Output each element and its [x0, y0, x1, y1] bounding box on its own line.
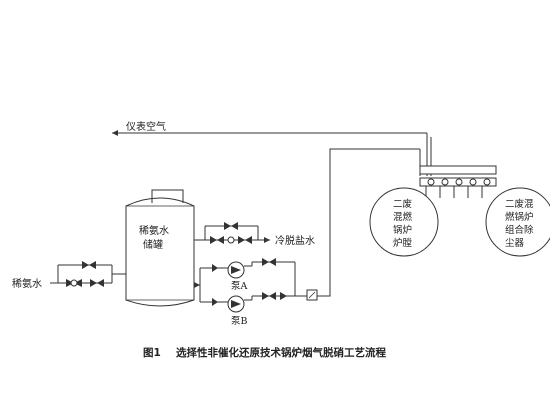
furnace-right-line2: 燃锅炉 — [505, 211, 534, 223]
pump-a-label: 泵A — [231, 281, 248, 292]
pump-b[interactable] — [227, 295, 252, 313]
tank-label-line1: 稀氨水 — [139, 224, 169, 237]
flow-meter — [306, 289, 318, 301]
furnace-right-line3: 组合除 — [505, 224, 534, 236]
furnace-right-line4: 尘器 — [505, 238, 525, 249]
main-supply-pipe — [317, 148, 420, 297]
furnace-chamber — [369, 187, 439, 257]
desalted-water-line — [194, 222, 270, 244]
furnace-left-line3: 锅炉 — [393, 224, 412, 236]
storage-tank — [125, 197, 195, 307]
tank-top-pipe — [151, 189, 184, 203]
pump-suction — [194, 264, 228, 306]
desalted-water-label: 冷脱盐水 — [275, 234, 315, 247]
discharge-valve-a[interactable] — [262, 258, 276, 266]
furnace-left-line4: 炉膛 — [393, 237, 413, 249]
pump-a[interactable] — [227, 261, 252, 279]
desalted-valve-3[interactable] — [238, 236, 252, 244]
desalted-valve-1[interactable] — [224, 222, 238, 230]
furnace-right-line1: 二废混 — [505, 198, 534, 210]
dust-collector — [485, 187, 550, 257]
inlet-valve-3[interactable] — [90, 279, 104, 287]
inlet-manifold — [50, 261, 126, 287]
instrument-air-line — [112, 130, 432, 176]
inlet-valve-2[interactable] — [82, 261, 96, 269]
inlet-valve-1[interactable] — [66, 279, 82, 287]
pump-discharge — [251, 258, 307, 300]
figure-title: 选择性非催化还原技术锅炉烟气脱硝工艺流程 — [176, 346, 386, 359]
dilute-ammonia-label: 稀氨水 — [12, 277, 42, 290]
tank-label-line2: 储罐 — [143, 238, 163, 251]
furnace-left-line1: 二废 — [393, 198, 413, 210]
pump-b-label: 泵B — [231, 316, 248, 327]
instrument-air-label: 仪表空气 — [126, 120, 166, 133]
injector-manifold — [419, 165, 497, 198]
figure-number: 图1 — [143, 347, 161, 359]
desalted-valve-2[interactable] — [210, 236, 224, 244]
discharge-valve-b[interactable] — [262, 292, 276, 300]
furnace-left-line2: 混燃 — [393, 211, 413, 223]
